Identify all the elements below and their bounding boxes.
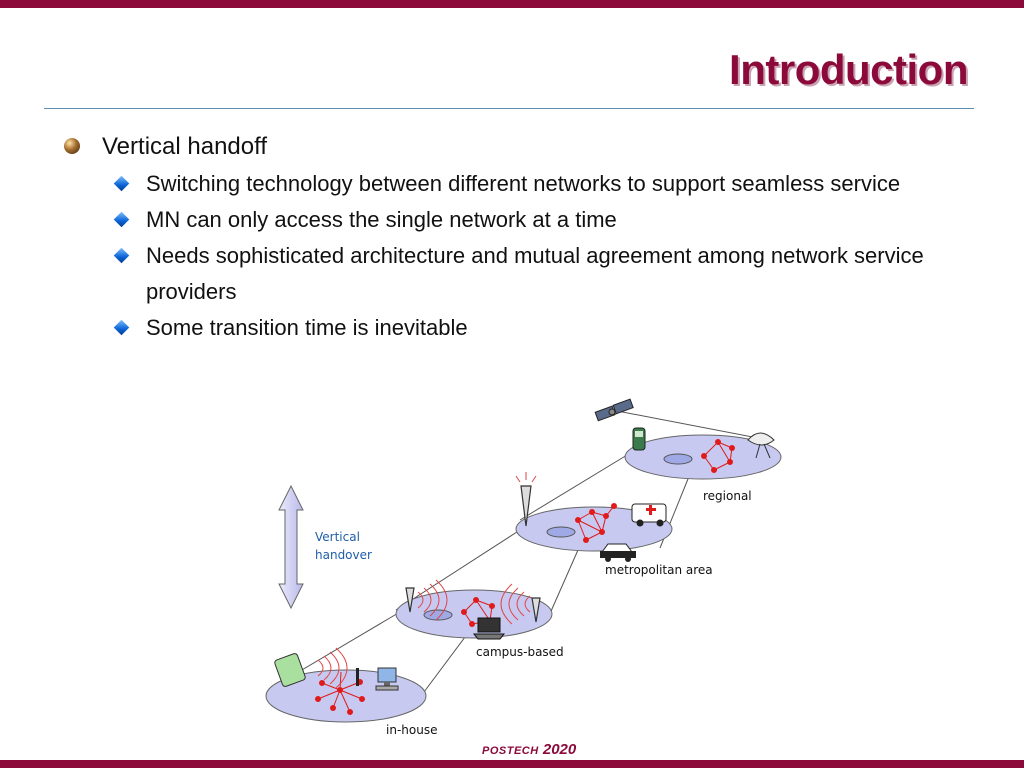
desktop-computer-icon xyxy=(356,667,399,691)
pda-device-icon xyxy=(274,653,306,687)
title-divider xyxy=(44,108,974,109)
slide-title: Introduction xyxy=(729,46,968,93)
logo-year: 2020 xyxy=(542,741,577,758)
mobile-phone-icon xyxy=(632,427,646,451)
wireless-wave-arcs xyxy=(317,579,531,689)
satellite-icon xyxy=(594,398,634,422)
sub-bullet: Needs sophisticated architecture and mut… xyxy=(62,238,982,310)
layer-connector-lines xyxy=(267,409,769,693)
sub-bullet-text: MN can only access the single network at… xyxy=(146,207,617,232)
logo-word: POSTECH xyxy=(482,745,539,757)
campus-network-ellipse xyxy=(395,589,553,639)
police-car-icon xyxy=(600,543,636,562)
top-border-bar xyxy=(0,0,1024,8)
campus-label: campus-based xyxy=(476,645,564,659)
tower-signal-icon xyxy=(515,472,537,483)
sub-bullet: MN can only access the single network at… xyxy=(62,202,982,238)
laptop-icon xyxy=(472,617,506,640)
metropolitan-mesh xyxy=(575,503,617,543)
vertical-handover-arrow xyxy=(278,484,304,610)
router-icon xyxy=(663,453,693,465)
regional-mesh xyxy=(701,439,735,473)
bullet-sphere-icon xyxy=(64,138,80,154)
inhouse-label: in-house xyxy=(386,723,437,737)
sub-bullet: Switching technology between different n… xyxy=(62,166,982,202)
bullet-list: Vertical handoff Switching technology be… xyxy=(62,130,982,346)
bullet-text: Vertical handoff xyxy=(102,133,268,160)
postech-logo: POSTECH 2020 xyxy=(482,741,576,758)
bullet-level1: Vertical handoff xyxy=(62,130,982,164)
router-icon xyxy=(423,609,453,621)
ambulance-icon xyxy=(631,503,667,527)
vertical-handover-label-line2: handover xyxy=(315,548,372,562)
router-icon xyxy=(546,526,576,538)
cell-tower-icon xyxy=(405,485,541,623)
sub-bullet: Some transition time is inevitable xyxy=(62,310,982,346)
sub-bullet-text: Needs sophisticated architecture and mut… xyxy=(146,243,924,304)
metropolitan-label: metropolitan area xyxy=(605,563,713,577)
vertical-handover-label-line1: Vertical xyxy=(315,530,360,544)
sub-bullet-text: Some transition time is inevitable xyxy=(146,315,468,340)
regional-label: regional xyxy=(703,489,752,503)
satellite-dish-icon xyxy=(747,432,775,459)
sub-bullet-text: Switching technology between different n… xyxy=(146,171,901,196)
bottom-border-bar xyxy=(0,760,1024,768)
